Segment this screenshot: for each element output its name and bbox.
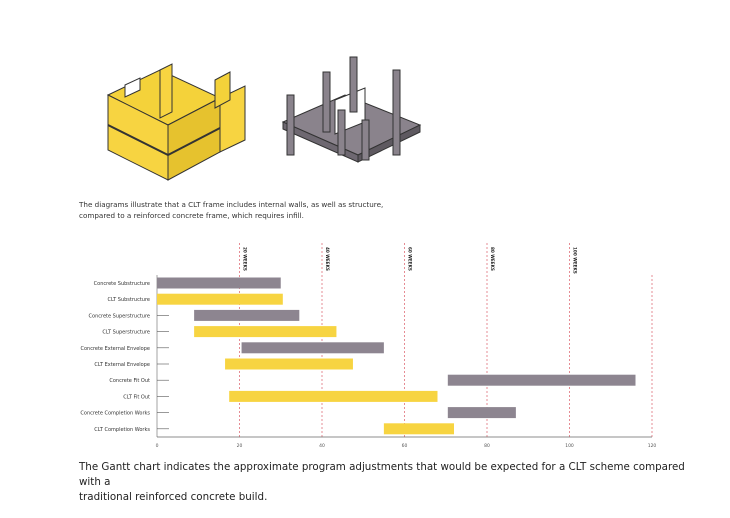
gantt-bar-concrete (157, 277, 281, 289)
x-tick-label: 80 (484, 443, 490, 449)
x-tick-label: 0 (156, 443, 159, 449)
task-label: Concrete Superstructure (89, 313, 150, 319)
caption-line: traditional reinforced concrete build. (79, 491, 268, 503)
gantt-chart: 20 WEEKS 40 WEEKS 60 WEEKS 80 WEEKS 100 WEEK… (80, 243, 657, 449)
x-tick-label: 120 (648, 443, 657, 449)
task-label: Concrete Fit Out (109, 378, 150, 384)
marker-label: 60 WEEKS (408, 247, 413, 271)
illustration-caption: The diagrams illustrate that a CLT frame… (79, 199, 419, 221)
x-tick-label: 100 (565, 443, 574, 449)
concrete-frame-illustration (281, 56, 422, 163)
gantt-caption: The Gantt chart indicates the approximat… (79, 460, 699, 505)
gantt-bar-concrete (447, 374, 636, 386)
caption-line: The diagrams illustrate that a CLT frame… (79, 200, 384, 209)
x-tick-label: 20 (237, 443, 243, 449)
caption-line: compared to a reinforced concrete frame,… (79, 211, 304, 220)
task-label: CLT Fit Out (123, 394, 150, 400)
marker-label: 40 WEEKS (325, 247, 330, 271)
caption-line: The Gantt chart indicates the approximat… (79, 461, 685, 488)
marker-label: 20 WEEKS (243, 247, 248, 271)
task-label: CLT Superstructure (102, 330, 150, 336)
gantt-bar-concrete (194, 309, 300, 321)
frame-illustrations (106, 56, 422, 181)
gantt-bar-concrete (241, 342, 384, 354)
marker-label: 80 WEEKS (490, 247, 495, 271)
clt-frame-illustration (106, 63, 246, 181)
x-tick-label: 60 (402, 443, 408, 449)
gantt-bar-clt (194, 326, 337, 338)
task-label: CLT External Envelope (94, 362, 150, 368)
gantt-bar-clt (383, 423, 454, 435)
gantt-bar-concrete (447, 407, 516, 419)
task-label: Concrete Substructure (94, 281, 150, 287)
marker-label: 100 WEEKS (573, 247, 578, 274)
x-tick-label: 40 (319, 443, 325, 449)
task-label: Concrete External Envelope (80, 346, 150, 352)
task-label: Concrete Completion Works (80, 411, 150, 417)
gantt-bar-clt (157, 293, 283, 305)
gantt-bar-clt (229, 390, 438, 402)
gantt-bar-clt (225, 358, 353, 370)
task-label: CLT Substructure (108, 297, 150, 303)
task-label: CLT Completion Works (94, 427, 150, 433)
